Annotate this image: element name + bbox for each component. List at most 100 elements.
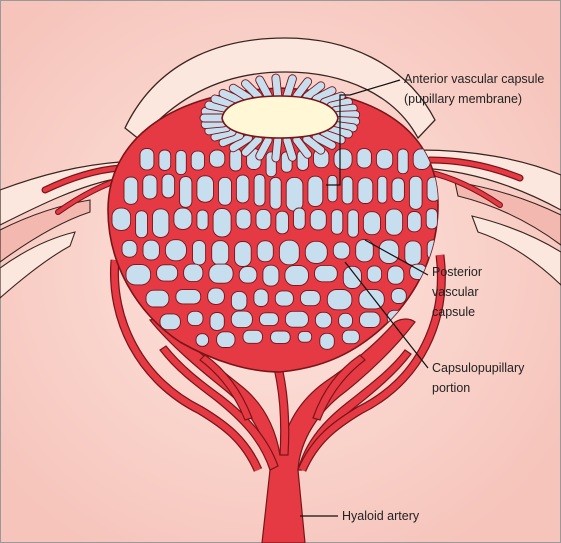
- lens-space-cell: [231, 311, 252, 328]
- lens-space-cell: [378, 176, 387, 203]
- lens-space-cell: [197, 210, 208, 230]
- lens-space-cell: [146, 290, 169, 307]
- label-posterior-line3: capsule: [432, 305, 475, 319]
- lens-space-cell: [342, 330, 359, 344]
- lens-space-cell: [388, 266, 404, 284]
- lens-space-cell: [300, 291, 320, 306]
- lens-space-cell: [184, 264, 203, 282]
- lens-space-cell: [285, 266, 309, 286]
- lens-space-cell: [359, 290, 384, 309]
- lens-space-cell: [320, 333, 335, 349]
- lens-space-cell: [348, 210, 359, 237]
- lens-space-cell: [294, 208, 306, 229]
- lens-space-cell: [236, 209, 251, 229]
- label-hyaloid-artery: Hyaloid artery: [342, 509, 420, 523]
- lens-space-cell: [210, 150, 225, 167]
- lens-space-cell: [286, 177, 303, 211]
- lens-space-cell: [360, 312, 381, 327]
- lens-space-cell: [235, 242, 252, 267]
- lens-space-cell: [143, 175, 157, 199]
- lens-space-cell: [343, 266, 361, 288]
- lens-space-cell: [236, 175, 249, 203]
- label-capsulopupillary-line2: portion: [432, 381, 470, 395]
- lens-space-cell: [126, 265, 151, 285]
- label-pupillary-membrane: (pupillary membrane): [404, 92, 522, 106]
- lens-space-cell: [409, 176, 422, 209]
- label-anterior-vascular-capsule: Anterior vascular capsule: [404, 72, 544, 86]
- lens-space-cell: [176, 150, 187, 174]
- lens-space-cell: [209, 264, 233, 283]
- lens-space-cell: [217, 332, 235, 348]
- lens-space-cell: [392, 178, 405, 202]
- lens-space-cell: [391, 289, 406, 304]
- lens-space-cell: [143, 240, 159, 260]
- lens-space-cell: [124, 177, 138, 204]
- lens-space-cell: [187, 311, 203, 325]
- label-posterior-line2: vascular: [432, 285, 479, 299]
- lens-space-cell: [327, 290, 352, 310]
- lens-space-cell: [230, 149, 242, 171]
- lens-space-cell: [191, 151, 204, 170]
- lens-space-cell: [162, 174, 175, 198]
- lens-space-cell: [271, 331, 291, 343]
- lens-space-cell: [339, 313, 353, 328]
- lens-space-cell: [196, 334, 209, 347]
- lens-space-cell: [334, 149, 352, 169]
- lens-space-cell: [315, 312, 331, 328]
- lens-space-cell: [256, 209, 271, 229]
- lens-space-cell: [174, 208, 192, 229]
- lens-space-cell: [243, 330, 263, 343]
- lens-space-cell: [398, 149, 409, 174]
- lens-space-cell: [358, 178, 373, 204]
- lens-space-cell: [231, 291, 247, 310]
- lens-space-cell: [112, 208, 131, 230]
- lens-space-cell: [140, 149, 154, 170]
- lens-space-cell: [136, 211, 148, 238]
- lens-space-cell: [305, 241, 327, 263]
- lens-space-cell: [208, 288, 225, 304]
- lens-space-cell: [212, 241, 229, 266]
- lens-space-cell: [367, 266, 381, 282]
- lens-space-cell: [376, 149, 392, 169]
- label-posterior-line1: Posterior: [432, 265, 482, 279]
- lens-space-cell: [260, 313, 279, 326]
- lens-space-cell: [357, 149, 371, 168]
- lens-space-cell: [193, 241, 206, 265]
- lens-space-cell: [254, 289, 268, 306]
- lens-space-cell: [210, 313, 224, 331]
- lens-space-cell: [257, 241, 273, 262]
- lens-space-cell: [275, 291, 293, 306]
- lens-space-cell: [363, 212, 380, 235]
- lens-space-cell: [386, 209, 403, 235]
- lens-space-cell: [153, 209, 169, 238]
- lens-space-cell: [405, 241, 421, 265]
- lens-space-cell: [408, 212, 422, 232]
- label-capsulopupillary-line1: Capsulopupillary: [432, 361, 525, 375]
- lens-space-cell: [160, 314, 180, 330]
- lens-space-cell: [122, 240, 137, 257]
- lens-space-cell: [165, 240, 186, 261]
- lens-space-cell: [197, 176, 214, 202]
- lens-space-cell: [333, 242, 349, 259]
- lens-space-cell: [180, 177, 192, 208]
- lens-space-cell: [270, 177, 281, 209]
- lens-space-cell: [379, 240, 399, 263]
- lens-space-cell: [279, 240, 299, 265]
- lens-space-cell: [310, 210, 326, 230]
- lens-space-cell: [298, 331, 312, 342]
- lens-space-cell: [328, 175, 337, 201]
- lens-space-cell: [342, 177, 353, 204]
- lens-space-cell: [176, 290, 201, 304]
- lens-space-cell: [285, 311, 308, 327]
- lens-space-cell: [263, 265, 279, 286]
- lens-space-cell: [157, 265, 178, 281]
- lens-space-cell: [315, 265, 338, 281]
- lens-space-cell: [213, 209, 231, 237]
- lens-space-cell: [159, 150, 171, 170]
- lens-space-cell: [276, 211, 289, 234]
- lens-space-cell: [426, 209, 437, 229]
- pupil-opening: [222, 96, 338, 138]
- lens-space-cell: [331, 210, 343, 235]
